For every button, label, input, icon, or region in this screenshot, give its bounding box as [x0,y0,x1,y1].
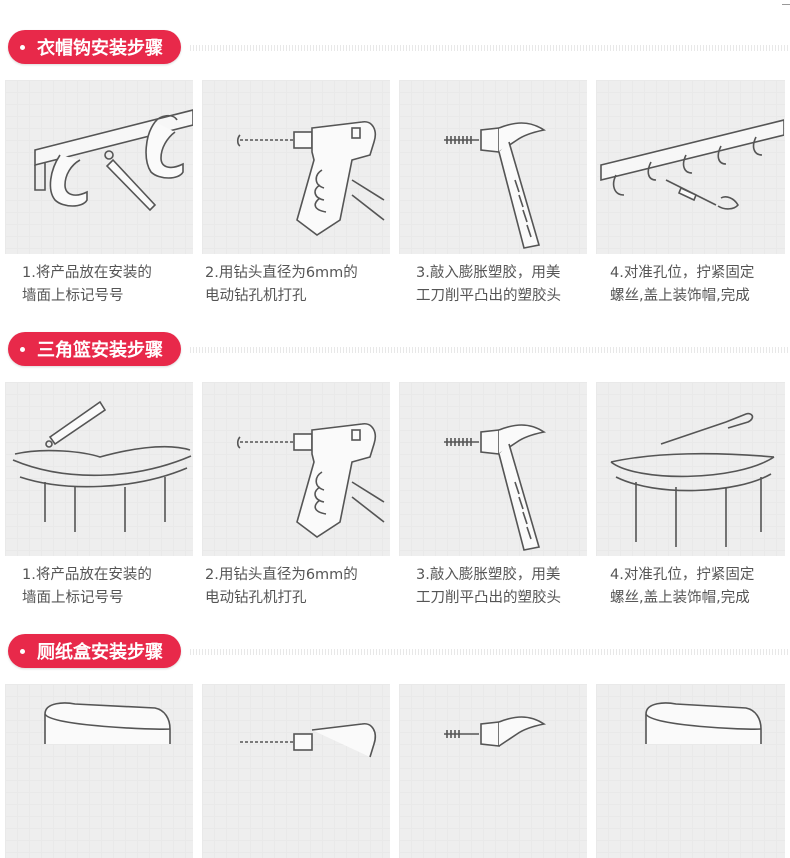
coat-hook-screw-icon [600,119,784,210]
caption-line: 螺丝,盖上装饰帽,完成 [610,288,750,304]
caption-line: 墙面上标记号号 [22,288,124,304]
hammer-icon [444,122,547,249]
hammer-icon [444,424,547,551]
electric-drill-icon [236,120,385,236]
caption-line: 1.将产品放在安装的 [22,265,152,281]
step-image [596,684,785,858]
step-image [399,684,587,858]
caption-line: 2.用钻头直径为6mm的 [205,567,358,583]
section-title-text: 衣帽钩安装步骤 [37,38,163,59]
step-caption: 3.敲入膨胀塑胶，用美工刀削平凸出的塑胶头 [416,262,596,308]
caption-line: 1.将产品放在安装的 [22,567,152,583]
step-caption: 4.对准孔位，拧紧固定螺丝,盖上装饰帽,完成 [610,564,790,610]
corner-basket-marking-icon [12,400,192,532]
section-title-text: 三角篮安装步骤 [37,340,163,361]
header-divider [190,45,790,51]
caption-line: 2.用钻头直径为6mm的 [205,265,358,281]
coat-hook-marking-icon [34,109,193,212]
step-image [202,80,390,254]
step-caption: 2.用钻头直径为6mm的电动钻孔机打孔 [205,564,385,610]
header-divider [190,347,790,353]
paper-holder-icon [44,702,171,744]
electric-drill-icon [240,722,377,758]
section-title: 三角篮安装步骤 [8,332,181,366]
caption-line: 工刀削平凸出的塑胶头 [416,288,561,304]
header-divider [190,649,790,655]
step-image [596,382,785,556]
step-caption: 2.用钻头直径为6mm的电动钻孔机打孔 [205,262,385,308]
step-image [5,382,193,556]
section-title-text: 厕纸盒安装步骤 [37,642,163,663]
step-image [5,684,193,858]
step-caption: 1.将产品放在安装的墙面上标记号号 [22,262,202,308]
top-corner-mark [782,0,790,5]
electric-drill-icon [236,422,385,538]
paper-holder-screw-icon [645,702,762,744]
step-image [596,80,785,254]
caption-line: 电动钻孔机打孔 [205,590,307,606]
step-image [202,382,390,556]
step-image [5,80,193,254]
step-image [399,80,587,254]
caption-line: 电动钻孔机打孔 [205,288,307,304]
corner-basket-screw-icon [610,412,775,547]
step-image [202,684,390,858]
step-caption: 4.对准孔位，拧紧固定螺丝,盖上装饰帽,完成 [610,262,790,308]
step-caption: 3.敲入膨胀塑胶，用美工刀削平凸出的塑胶头 [416,564,596,610]
caption-line: 3.敲入膨胀塑胶，用美 [416,567,561,583]
caption-line: 4.对准孔位，拧紧固定 [610,265,755,281]
section-title: 厕纸盒安装步骤 [8,634,181,668]
caption-line: 3.敲入膨胀塑胶，用美 [416,265,561,281]
step-caption: 1.将产品放在安装的墙面上标记号号 [22,564,202,610]
section-title: 衣帽钩安装步骤 [8,30,181,64]
caption-line: 4.对准孔位，拧紧固定 [610,567,755,583]
caption-line: 墙面上标记号号 [22,590,124,606]
caption-line: 螺丝,盖上装饰帽,完成 [610,590,750,606]
hammer-icon [444,716,547,747]
step-image [399,382,587,556]
caption-line: 工刀削平凸出的塑胶头 [416,590,561,606]
